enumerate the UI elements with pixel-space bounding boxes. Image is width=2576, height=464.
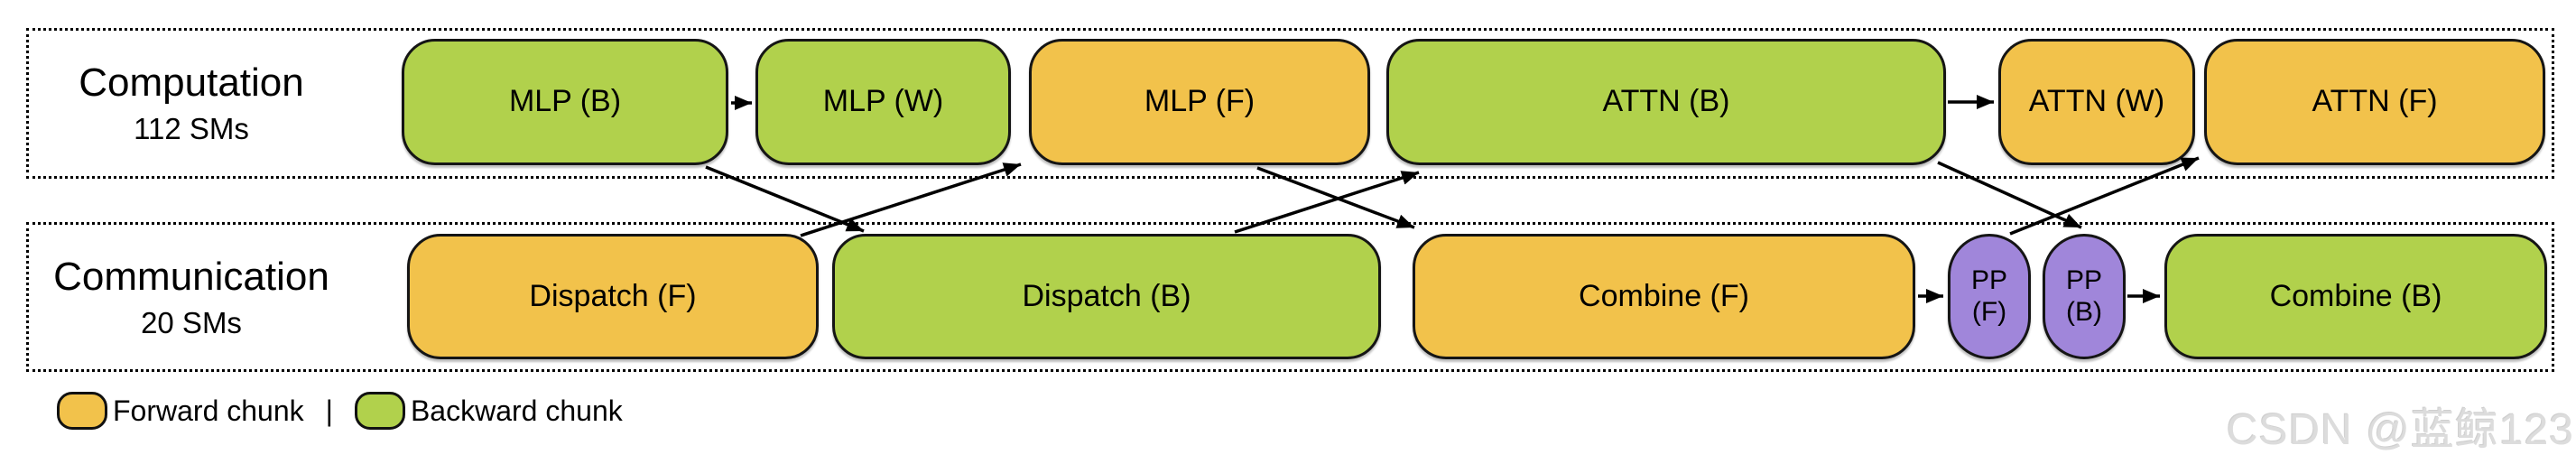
block-label-line: Combine (B) — [2269, 278, 2442, 313]
block-label-line: MLP (B) — [508, 84, 622, 119]
block-combine-f: Combine (F) — [1413, 234, 1915, 359]
forward-chunk-label: Forward chunk — [113, 394, 304, 427]
block-label-line: PP — [2065, 265, 2103, 295]
block-combine-b: Combine (B) — [2164, 234, 2547, 359]
block-label-line: (B) — [2066, 296, 2102, 327]
computation-subtitle: 112 SMs — [134, 112, 249, 145]
block-pp-b: PP(B) — [2043, 234, 2126, 359]
block-label-line: MLP (W) — [822, 84, 944, 119]
block-mlp-b: MLP (B) — [402, 39, 728, 165]
backward-chunk-swatch — [354, 392, 405, 430]
block-mlp-w: MLP (W) — [755, 39, 1011, 165]
backward-chunk-label: Backward chunk — [410, 394, 623, 427]
block-attn-w: ATTN (W) — [1998, 39, 2195, 165]
block-label-line: Combine (F) — [1579, 278, 1749, 313]
block-label-line: MLP (F) — [1144, 84, 1256, 119]
computation-title: Computation — [79, 60, 304, 105]
block-label-line: ATTN (W) — [2028, 84, 2165, 119]
block-dispatch-f: Dispatch (F) — [407, 234, 819, 359]
communication-subtitle: 20 SMs — [141, 305, 242, 339]
communication-label: Communication 20 SMs — [29, 225, 354, 369]
block-label-line: PP — [1970, 265, 2008, 295]
block-attn-f: ATTN (F) — [2204, 39, 2545, 165]
legend: Forward chunk | Backward chunk — [57, 387, 623, 434]
block-label-line: ATTN (B) — [1602, 84, 1730, 119]
block-attn-b: ATTN (B) — [1386, 39, 1946, 165]
block-mlp-f: MLP (F) — [1029, 39, 1370, 165]
computation-label: Computation 112 SMs — [29, 31, 354, 176]
forward-chunk-swatch — [57, 392, 107, 430]
block-label-line: (F) — [1971, 296, 2007, 327]
block-label-line: Dispatch (F) — [529, 278, 697, 313]
communication-title: Communication — [53, 254, 329, 299]
block-dispatch-b: Dispatch (B) — [832, 234, 1381, 359]
csdn-watermark: CSDN @蓝鲸123 — [2226, 406, 2574, 454]
legend-separator: | — [325, 394, 333, 427]
block-label-line: Dispatch (B) — [1022, 278, 1191, 313]
block-label-line: ATTN (F) — [2312, 84, 2438, 119]
block-pp-f: PP(F) — [1948, 234, 2031, 359]
